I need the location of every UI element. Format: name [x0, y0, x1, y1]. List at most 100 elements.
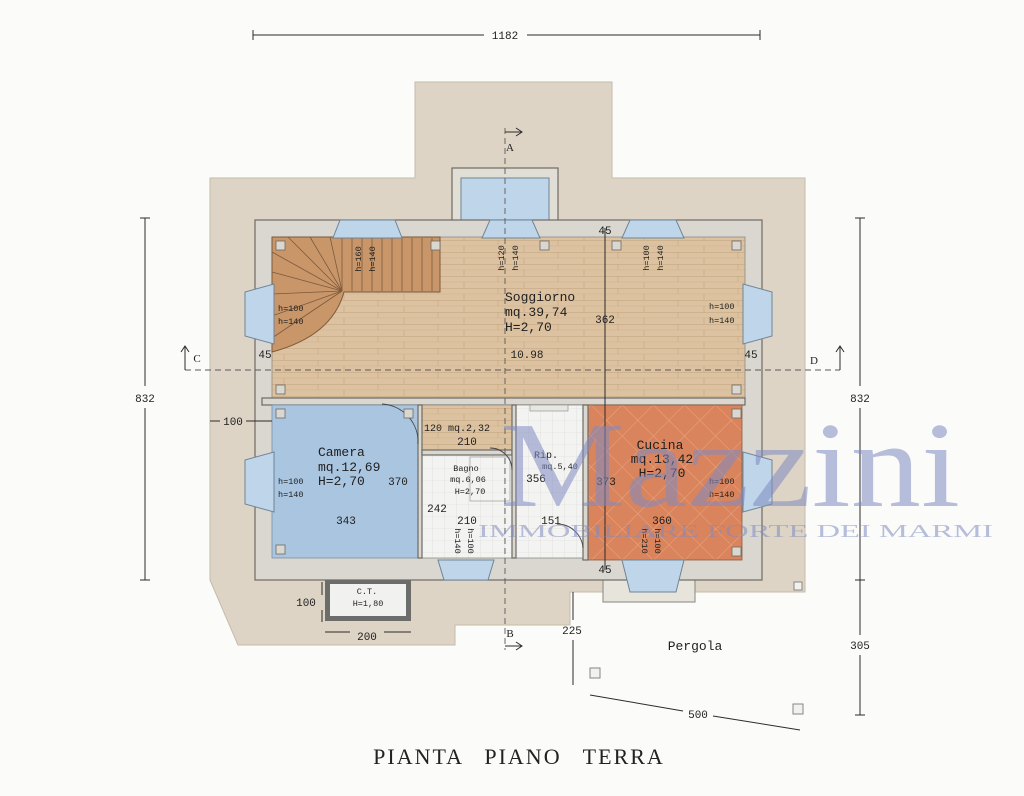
window-top-center	[481, 219, 541, 239]
bagno-name: Bagno	[453, 464, 479, 474]
window-soggiorno-left-label-2: h=140	[278, 317, 304, 327]
pergola-post	[792, 703, 804, 715]
soggiorno-name: Soggiorno	[505, 290, 575, 305]
camera-name: Camera	[318, 445, 365, 460]
section-marker-b	[505, 641, 523, 651]
window-camera-left-label-1: h=100	[278, 477, 304, 487]
ct-name: C.T.	[357, 587, 377, 597]
section-marker-a	[505, 127, 523, 137]
window-soggiorno-right-label-2: h=140	[709, 316, 735, 326]
wall-left-label: 45	[258, 350, 271, 362]
window-soggiorno-right	[742, 283, 773, 345]
camera-height: H=2,70	[318, 474, 365, 489]
window-cucina-bottom	[621, 559, 685, 593]
camera-offset-label: 100	[223, 417, 243, 429]
window-cucina-bottom-label-2: h=100	[652, 528, 662, 554]
overall-depth-left-label: 832	[135, 394, 155, 406]
bagno-floor	[421, 454, 513, 559]
pergola-post	[793, 581, 803, 591]
section-label-d: D	[810, 355, 818, 367]
window-cucina-right	[742, 451, 773, 513]
ct-offset-label: 100	[296, 598, 316, 610]
bagno-height: H=2,70	[455, 487, 486, 497]
wall-top-label: 45	[598, 226, 611, 238]
window-stair-label-1: h=160	[354, 246, 364, 272]
cucina-area: mq.13,42	[631, 452, 693, 467]
cucina-floor	[587, 404, 743, 561]
window-top-right	[621, 219, 685, 239]
cucina-name: Cucina	[637, 438, 684, 453]
staircase	[271, 236, 441, 353]
dimension-lines	[140, 30, 865, 731]
ripostiglio-floor	[515, 404, 584, 559]
pergola-depth-label: 305	[850, 641, 870, 653]
ripostiglio-shelf	[529, 404, 569, 412]
bagno-depth: 242	[427, 504, 447, 516]
window-cucina-right-label-2: h=140	[709, 490, 735, 500]
window-stair	[332, 219, 403, 239]
soggiorno-height: H=2,70	[505, 320, 552, 335]
window-soggiorno-left-label-1: h=100	[278, 304, 304, 314]
soggiorno-area: mq.39,74	[505, 305, 568, 320]
camera-depth: 370	[388, 477, 408, 489]
ripostiglio-door-swing	[556, 523, 584, 549]
ripostiglio-width: 151	[541, 516, 561, 528]
bagno-area: mq.6,06	[450, 475, 486, 485]
wall-bottom-label: 45	[598, 565, 611, 577]
section-label-a: A	[506, 142, 514, 154]
ct-box-inner	[330, 584, 406, 616]
pergola-width-label: 500	[688, 710, 708, 722]
window-camera-left-label-2: h=140	[278, 490, 304, 500]
ripostiglio-depth: 356	[526, 474, 546, 486]
pergola-name: Pergola	[668, 639, 723, 654]
section-label-c: C	[193, 353, 200, 365]
ct-height: H=1,80	[353, 599, 384, 609]
wall-bagno-east	[511, 404, 517, 559]
camera-area: mq.12,69	[318, 460, 380, 475]
ct-to-pergola-label: 225	[562, 626, 582, 638]
window-soggiorno-right-label-1: h=100	[709, 302, 735, 312]
window-top-center-label-1: h=120	[497, 245, 507, 271]
plan-title: PIANTA PIANO TERRA	[373, 744, 665, 769]
watermark-tagline: IMMOBILIARE FORTE DEI MARMI	[478, 521, 993, 541]
section-marker-c	[180, 345, 190, 370]
window-stair-label-2: h=140	[368, 246, 378, 272]
ct-width-label: 200	[357, 632, 377, 644]
window-top-right-label-2: h=140	[656, 245, 666, 271]
overall-width-label: 1182	[492, 31, 518, 43]
soggiorno-depth-label: 362	[595, 315, 615, 327]
window-bagno-bottom-label-1: h=140	[452, 528, 462, 554]
wall-right-label: 45	[744, 350, 757, 362]
bagno-width: 210	[457, 516, 477, 528]
soggiorno-width-label: 10.98	[510, 350, 543, 362]
stair-steps	[271, 236, 433, 339]
camera-width: 343	[336, 516, 356, 528]
window-cucina-bottom-label-1: h=210	[639, 528, 649, 554]
window-top-center-label-2: h=140	[511, 245, 521, 271]
ripostiglio-area: mq.5,40	[542, 462, 578, 472]
overall-depth-right-label: 832	[850, 394, 870, 406]
window-soggiorno-left	[244, 283, 275, 345]
bagno-fixture	[469, 456, 511, 502]
ripostiglio-name: Rip.	[534, 450, 558, 462]
wall-camera-east	[417, 404, 423, 559]
watermark-name: Mazzini	[500, 398, 960, 533]
window-camera-left	[244, 451, 275, 513]
cucina-depth: 373	[596, 477, 616, 489]
pergola-post	[589, 667, 601, 679]
window-bagno-bottom-label-2: h=100	[465, 528, 475, 554]
disimpegno-floor	[421, 404, 513, 451]
wall-rip-east	[582, 404, 589, 561]
section-label-b: B	[506, 628, 513, 640]
cucina-height: H=2,70	[639, 466, 686, 481]
cucina-width: 360	[652, 516, 672, 528]
disimpegno-width: 210	[457, 437, 477, 449]
window-top-right-label-1: h=100	[642, 245, 652, 271]
windows	[244, 219, 773, 593]
wall-bagno-north	[421, 449, 513, 456]
watermark-logo: Mazzini IMMOBILIARE FORTE DEI MARMI	[478, 398, 993, 541]
camera-floor	[271, 404, 419, 559]
section-marker-d	[835, 345, 845, 370]
window-bagno-bottom	[437, 559, 495, 581]
